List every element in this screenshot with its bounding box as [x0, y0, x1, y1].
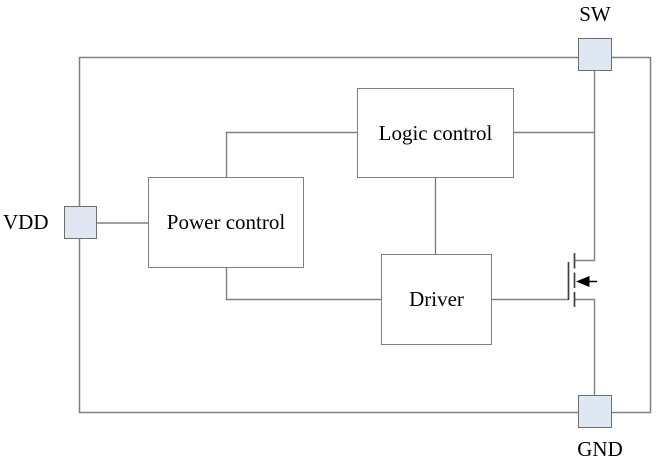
wire-source-to-gnd — [574, 298, 596, 396]
wire-sw-to-drain — [574, 71, 596, 262]
gnd-pin-label: GND — [577, 437, 623, 461]
vdd-pin-label: VDD — [3, 210, 49, 234]
block-power-control-label: Power control — [166, 210, 286, 234]
block-power-control: Power control — [148, 177, 304, 268]
vdd-pad — [64, 206, 97, 239]
sw-pin-label: SW — [579, 2, 611, 26]
gnd-pad — [578, 395, 612, 428]
wire-power-control-to-driver — [225, 267, 381, 301]
wire-power-control-to-logic-control — [225, 131, 357, 178]
block-driver: Driver — [381, 254, 492, 345]
block-logic-control-label: Logic control — [378, 120, 493, 145]
block-driver-label: Driver — [409, 287, 464, 311]
sw-pad — [578, 38, 612, 71]
nmos-transistor-icon — [567, 253, 597, 307]
block-logic-control: Logic control — [357, 88, 514, 178]
mosfet-body-arrow-icon — [576, 276, 590, 287]
